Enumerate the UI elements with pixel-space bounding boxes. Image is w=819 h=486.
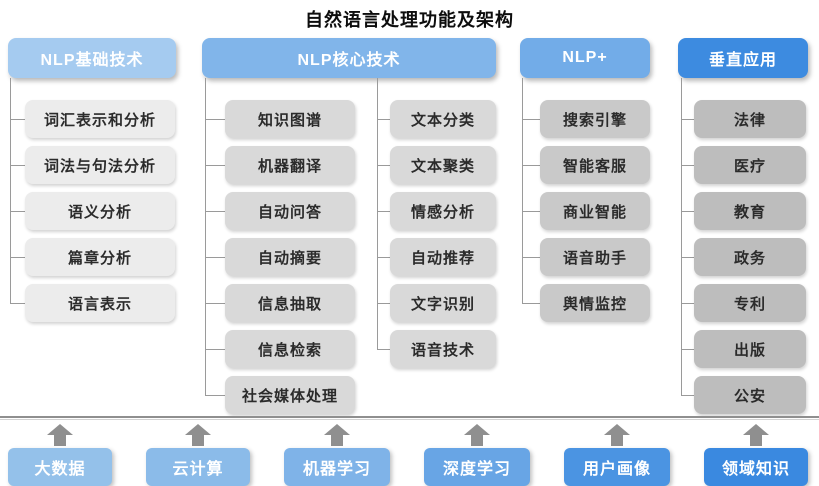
up-arrow-icon xyxy=(743,424,769,435)
connector-branch xyxy=(681,303,694,304)
separator-line-light xyxy=(0,419,819,420)
connector-branch xyxy=(522,211,540,212)
separator-line-dark xyxy=(0,416,819,418)
connector-branch xyxy=(681,211,694,212)
diagram-title: 自然语言处理功能及架构 xyxy=(305,10,514,30)
tech-box: 商业智能 xyxy=(540,192,650,230)
up-arrow-icon xyxy=(604,424,630,435)
tech-box: 智能客服 xyxy=(540,146,650,184)
tech-box: 法律 xyxy=(694,100,806,138)
connector-branch xyxy=(205,211,225,212)
tech-box: 情感分析 xyxy=(390,192,496,230)
connector-trunk xyxy=(681,78,682,395)
up-arrow-icon xyxy=(47,424,73,435)
connector-branch xyxy=(205,119,225,120)
up-arrow-icon xyxy=(324,424,350,435)
up-arrow-stem xyxy=(54,435,66,446)
tech-box: 公安 xyxy=(694,376,806,414)
up-arrow-stem xyxy=(331,435,343,446)
column-header: NLP核心技术 xyxy=(202,38,496,78)
tech-box: 机器翻译 xyxy=(225,146,355,184)
tech-box: 自动摘要 xyxy=(225,238,355,276)
foundation-box: 机器学习 xyxy=(284,448,390,486)
connector-trunk xyxy=(377,78,378,349)
connector-branch xyxy=(10,119,25,120)
foundation-box: 领域知识 xyxy=(704,448,808,486)
column-header: NLP+ xyxy=(520,38,650,78)
connector-branch xyxy=(205,395,225,396)
foundation-box: 云计算 xyxy=(146,448,250,486)
connector-branch xyxy=(10,257,25,258)
connector-branch xyxy=(377,211,390,212)
column-header: 垂直应用 xyxy=(678,38,808,78)
tech-box: 舆情监控 xyxy=(540,284,650,322)
connector-branch xyxy=(205,165,225,166)
column-header: NLP基础技术 xyxy=(8,38,176,78)
tech-box: 自动问答 xyxy=(225,192,355,230)
connector-branch xyxy=(522,119,540,120)
connector-branch xyxy=(681,349,694,350)
connector-branch xyxy=(377,257,390,258)
up-arrow-icon xyxy=(185,424,211,435)
tech-box: 专利 xyxy=(694,284,806,322)
tech-box: 自动推荐 xyxy=(390,238,496,276)
up-arrow-stem xyxy=(192,435,204,446)
connector-branch xyxy=(205,303,225,304)
tech-box: 文字识别 xyxy=(390,284,496,322)
connector-branch xyxy=(377,303,390,304)
up-arrow-stem xyxy=(750,435,762,446)
connector-trunk xyxy=(10,78,11,303)
tech-box: 信息抽取 xyxy=(225,284,355,322)
connector-branch xyxy=(681,165,694,166)
connector-branch xyxy=(377,119,390,120)
tech-box: 社会媒体处理 xyxy=(225,376,355,414)
tech-box: 搜索引擎 xyxy=(540,100,650,138)
tech-box: 语音技术 xyxy=(390,330,496,368)
connector-branch xyxy=(10,211,25,212)
connector-branch xyxy=(10,303,25,304)
connector-branch xyxy=(522,165,540,166)
tech-box: 文本聚类 xyxy=(390,146,496,184)
tech-box: 语义分析 xyxy=(25,192,175,230)
tech-box: 篇章分析 xyxy=(25,238,175,276)
foundation-box: 大数据 xyxy=(8,448,112,486)
connector-trunk xyxy=(205,78,206,395)
tech-box: 教育 xyxy=(694,192,806,230)
connector-branch xyxy=(10,165,25,166)
connector-branch xyxy=(377,165,390,166)
connector-branch xyxy=(205,349,225,350)
tech-box: 词法与句法分析 xyxy=(25,146,175,184)
connector-branch xyxy=(681,257,694,258)
connector-branch xyxy=(377,349,390,350)
tech-box: 知识图谱 xyxy=(225,100,355,138)
connector-branch xyxy=(522,257,540,258)
tech-box: 词汇表示和分析 xyxy=(25,100,175,138)
foundation-box: 深度学习 xyxy=(424,448,530,486)
tech-box: 文本分类 xyxy=(390,100,496,138)
up-arrow-icon xyxy=(464,424,490,435)
tech-box: 信息检索 xyxy=(225,330,355,368)
tech-box: 医疗 xyxy=(694,146,806,184)
connector-branch xyxy=(681,119,694,120)
up-arrow-stem xyxy=(611,435,623,446)
up-arrow-stem xyxy=(471,435,483,446)
tech-box: 政务 xyxy=(694,238,806,276)
connector-branch xyxy=(681,395,694,396)
tech-box: 语音助手 xyxy=(540,238,650,276)
connector-trunk xyxy=(522,78,523,303)
connector-branch xyxy=(205,257,225,258)
tech-box: 语言表示 xyxy=(25,284,175,322)
connector-branch xyxy=(522,303,540,304)
foundation-box: 用户画像 xyxy=(564,448,670,486)
tech-box: 出版 xyxy=(694,330,806,368)
